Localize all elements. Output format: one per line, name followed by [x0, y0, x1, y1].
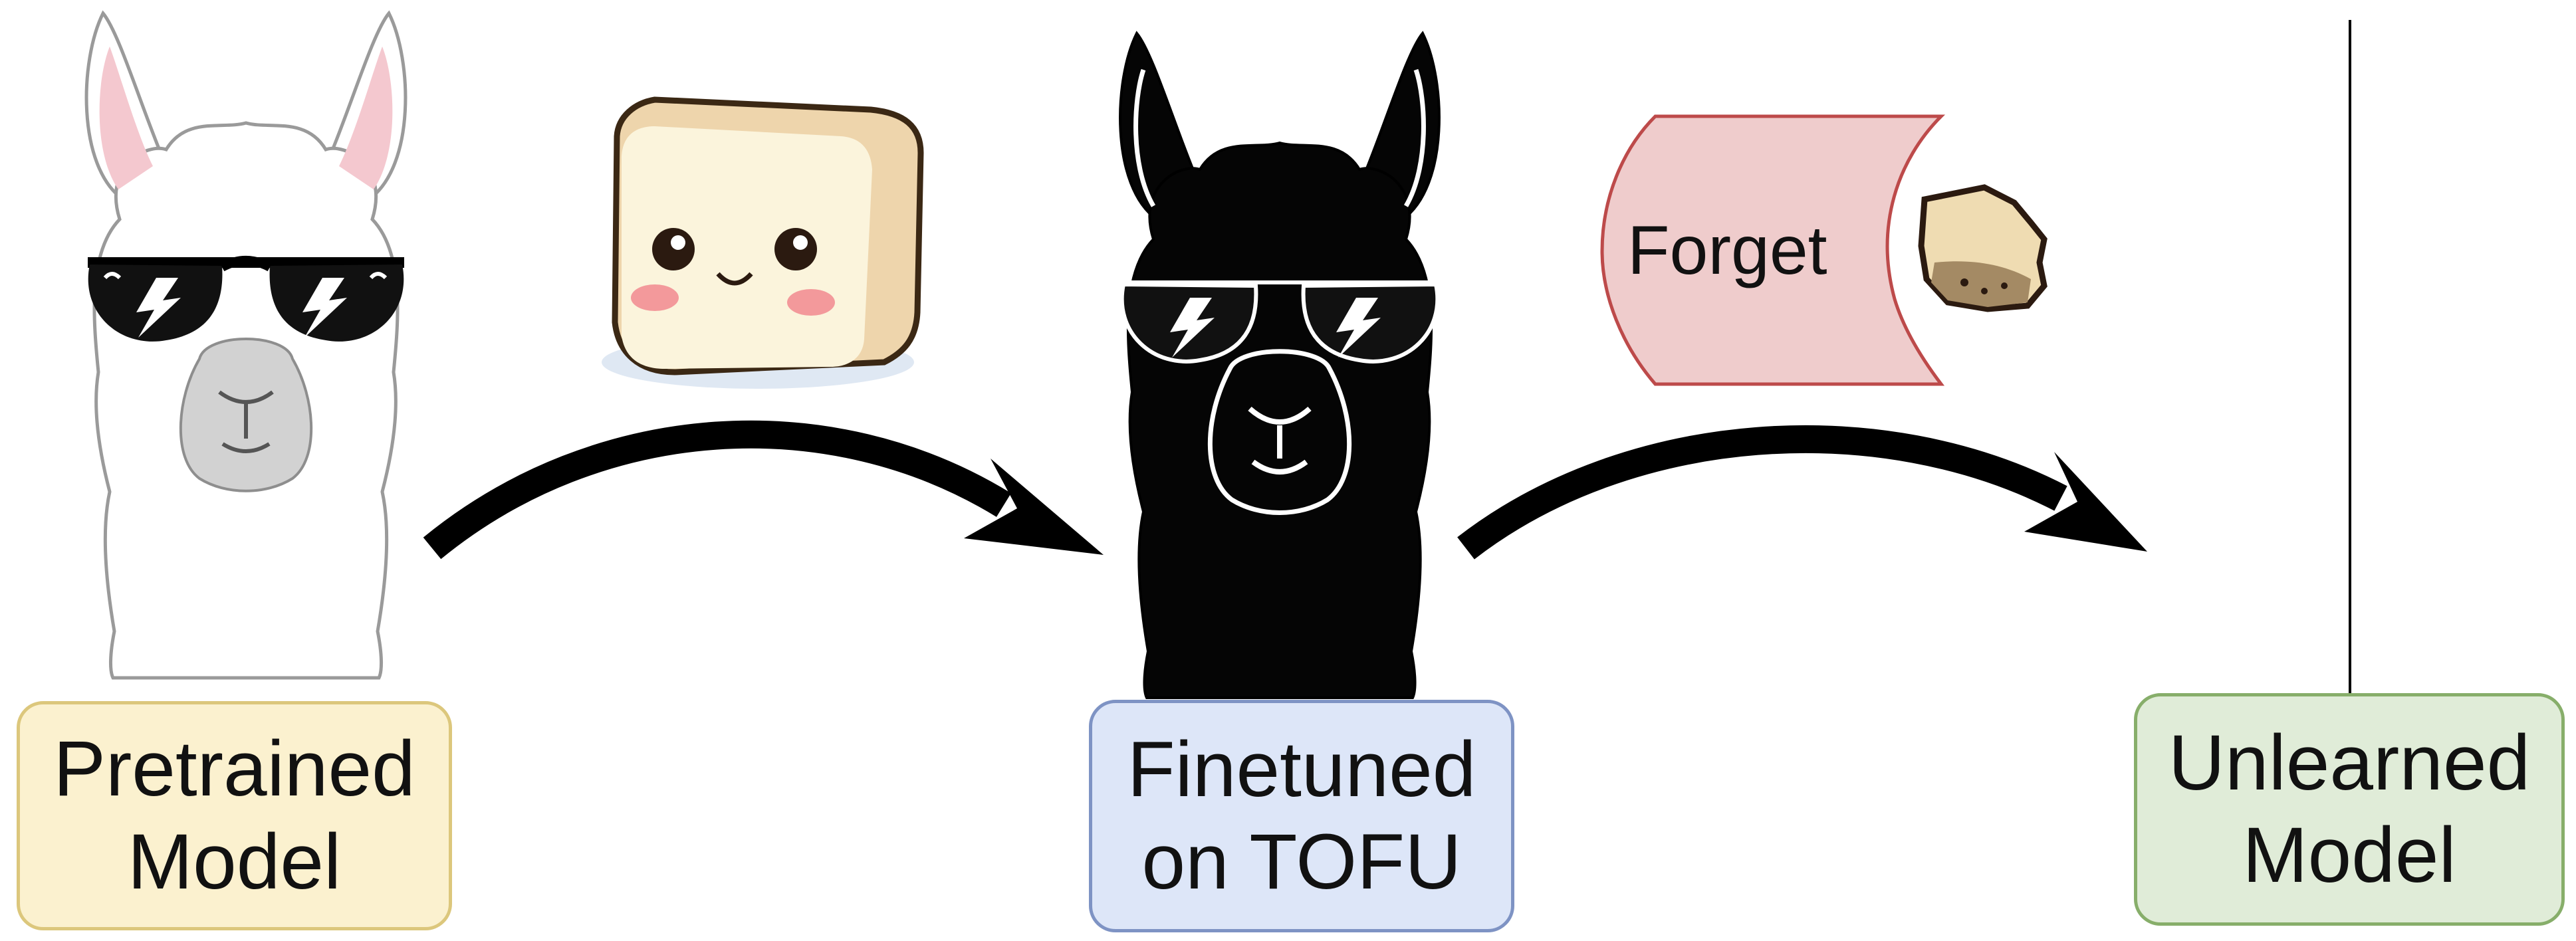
unlearned-line1: Unlearned [2168, 718, 2531, 807]
finetuned-model-label: Finetuned on TOFU [1089, 700, 1514, 932]
finetuned-line2: on TOFU [1141, 818, 1462, 906]
forget-tag-shape [1600, 114, 1946, 386]
arrow-icon [1457, 425, 2147, 560]
black-llama-icon [1119, 32, 1441, 699]
forget-label: Forget [1627, 212, 1827, 289]
finetuned-line1: Finetuned [1127, 725, 1476, 813]
tofu-crumb-icon [1918, 184, 2048, 312]
unlearned-line2: Model [2242, 811, 2456, 899]
arrow-icon [423, 420, 1104, 560]
tofu-block-icon [602, 96, 924, 389]
white-llama-icon [86, 13, 406, 678]
pretrained-model-label: Pretrained Model [17, 701, 452, 930]
pretrained-line1: Pretrained [53, 725, 415, 813]
unlearned-model-label: Unlearned Model [2134, 693, 2565, 926]
half-llama-icon [2349, 20, 2351, 698]
pretrained-line2: Model [127, 817, 342, 906]
